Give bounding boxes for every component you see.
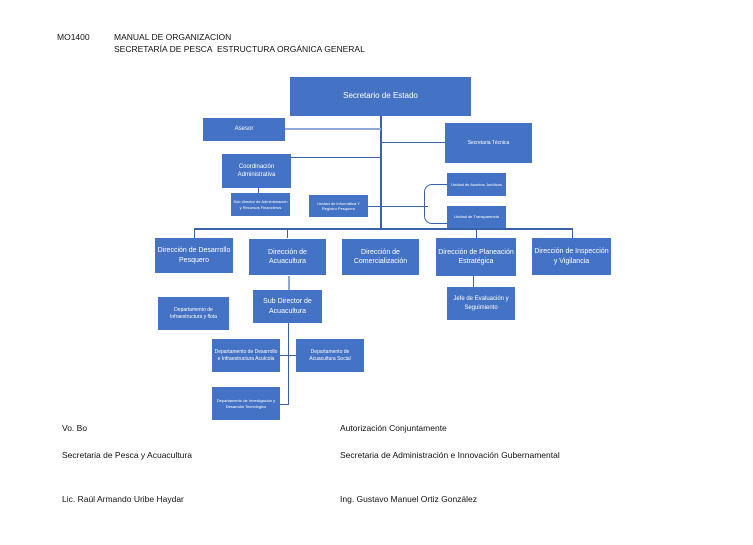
box-direccion-acuacultura: Dirección de Acuacultura	[249, 239, 326, 275]
box-depto-investigacion: Departamento de Investigación y Desarrol…	[212, 387, 280, 420]
connector-asesor	[285, 128, 381, 130]
box-subdirector-administracion: Sub director de Administración y Recurso…	[231, 193, 290, 216]
document-title: MANUAL DE ORGANIZACION	[114, 32, 232, 42]
brace-unidades	[424, 184, 448, 224]
box-coordinacion-administrativa: Coordinación Administrativa	[222, 154, 291, 188]
right-entity: Secretaria de Administración e Innovació…	[340, 450, 560, 460]
left-signatory: Lic. Raúl Armando Uribe Haydar	[62, 494, 184, 504]
connector-informatica	[368, 206, 428, 207]
connector-tecnica	[381, 142, 445, 143]
connector-coordinacion	[291, 157, 381, 158]
box-direccion-inspeccion: Dirección de Inspección y Vigilancia	[532, 238, 611, 275]
right-signatory: Ing. Gustavo Manuel Ortiz González	[340, 494, 478, 504]
box-depto-acuacultura-social: Departamento de Acuacultura Social	[296, 339, 364, 372]
left-entity: Secretaria de Pesca y Acuacultura	[62, 450, 192, 460]
connector-d2	[287, 228, 288, 238]
vobo-label: Vo. Bo	[62, 423, 88, 433]
box-direccion-planeacion: Dirección de Planeación Estratégica	[436, 238, 516, 276]
box-depto-infraestructura-flota: Departamento de Infraestructura y flota	[158, 297, 229, 330]
box-unidad-juridicos: Unidad de Asuntos Jurídicos	[447, 173, 506, 196]
box-subdirector-acuacultura: Sub Director de Acuacultura	[253, 290, 322, 323]
entity-name: SECRETARÍA DE PESCA	[114, 44, 213, 54]
connector-d4	[476, 228, 477, 238]
box-secretaria-tecnica: Secretaria Técnica	[445, 123, 532, 163]
connector-subdir-acu	[288, 276, 290, 290]
box-direccion-comercializacion: Dirección de Comercialización	[342, 239, 419, 275]
connector-jefe	[473, 276, 474, 287]
connector-acu-h	[280, 355, 296, 356]
box-jefe-evaluacion: Jefe de Evaluación y Seguimiento	[447, 287, 515, 320]
connector-directions	[194, 228, 573, 230]
box-depto-desarrollo-acuicola: Departamento de Desarrollo e Infraestruc…	[212, 339, 280, 372]
connector-d1	[194, 228, 195, 238]
document-subtitle: ESTRUCTURA ORGÁNICA GENERAL	[217, 44, 365, 54]
box-asesor: Asesor	[203, 118, 285, 141]
connector-main-vertical	[380, 116, 382, 229]
box-secretario-estado: Secretario de Estado	[290, 77, 471, 116]
box-unidad-transparencia: Unidad de Transparencia	[447, 206, 506, 228]
connector-d5	[572, 228, 573, 238]
connector-subdirector	[258, 188, 259, 193]
connector-acu-vertical	[288, 323, 289, 405]
document-code: MO1400	[57, 32, 90, 42]
box-unidad-informatica: Unidad de Informática Y Registro Pesquer…	[309, 195, 368, 217]
connector-acu-inv	[280, 404, 289, 405]
autorizacion-label: Autorización Conjuntamente	[340, 423, 447, 433]
box-direccion-desarrollo-pesquero: Dirección de Desarrollo Pesquero	[155, 238, 233, 273]
